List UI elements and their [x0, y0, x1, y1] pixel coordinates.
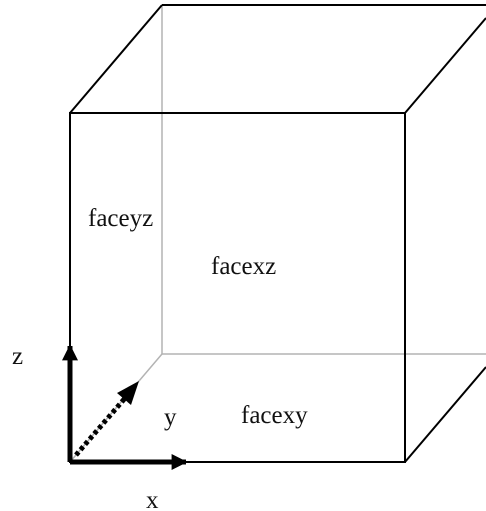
labels: faceyz facexz facexy z y x [12, 205, 308, 511]
label-axis-z: z [12, 343, 23, 370]
label-face-xz: facexz [211, 253, 276, 280]
front-face-outline [69, 112, 406, 463]
axes [61, 344, 188, 471]
edge-top-right-depth [404, 17, 486, 114]
label-axis-x: x [146, 487, 159, 511]
label-axis-y: y [164, 404, 177, 431]
hidden-edge-bottom-left-depth [69, 353, 163, 463]
visible-edges [69, 4, 486, 463]
y-axis-arrow [74, 388, 134, 457]
edge-bottom-right-depth [404, 366, 486, 463]
y-axis-arrowhead [117, 381, 139, 405]
label-face-xy: facexy [241, 402, 308, 429]
label-face-yz: faceyz [88, 205, 153, 232]
edge-top-left-depth [69, 4, 163, 114]
